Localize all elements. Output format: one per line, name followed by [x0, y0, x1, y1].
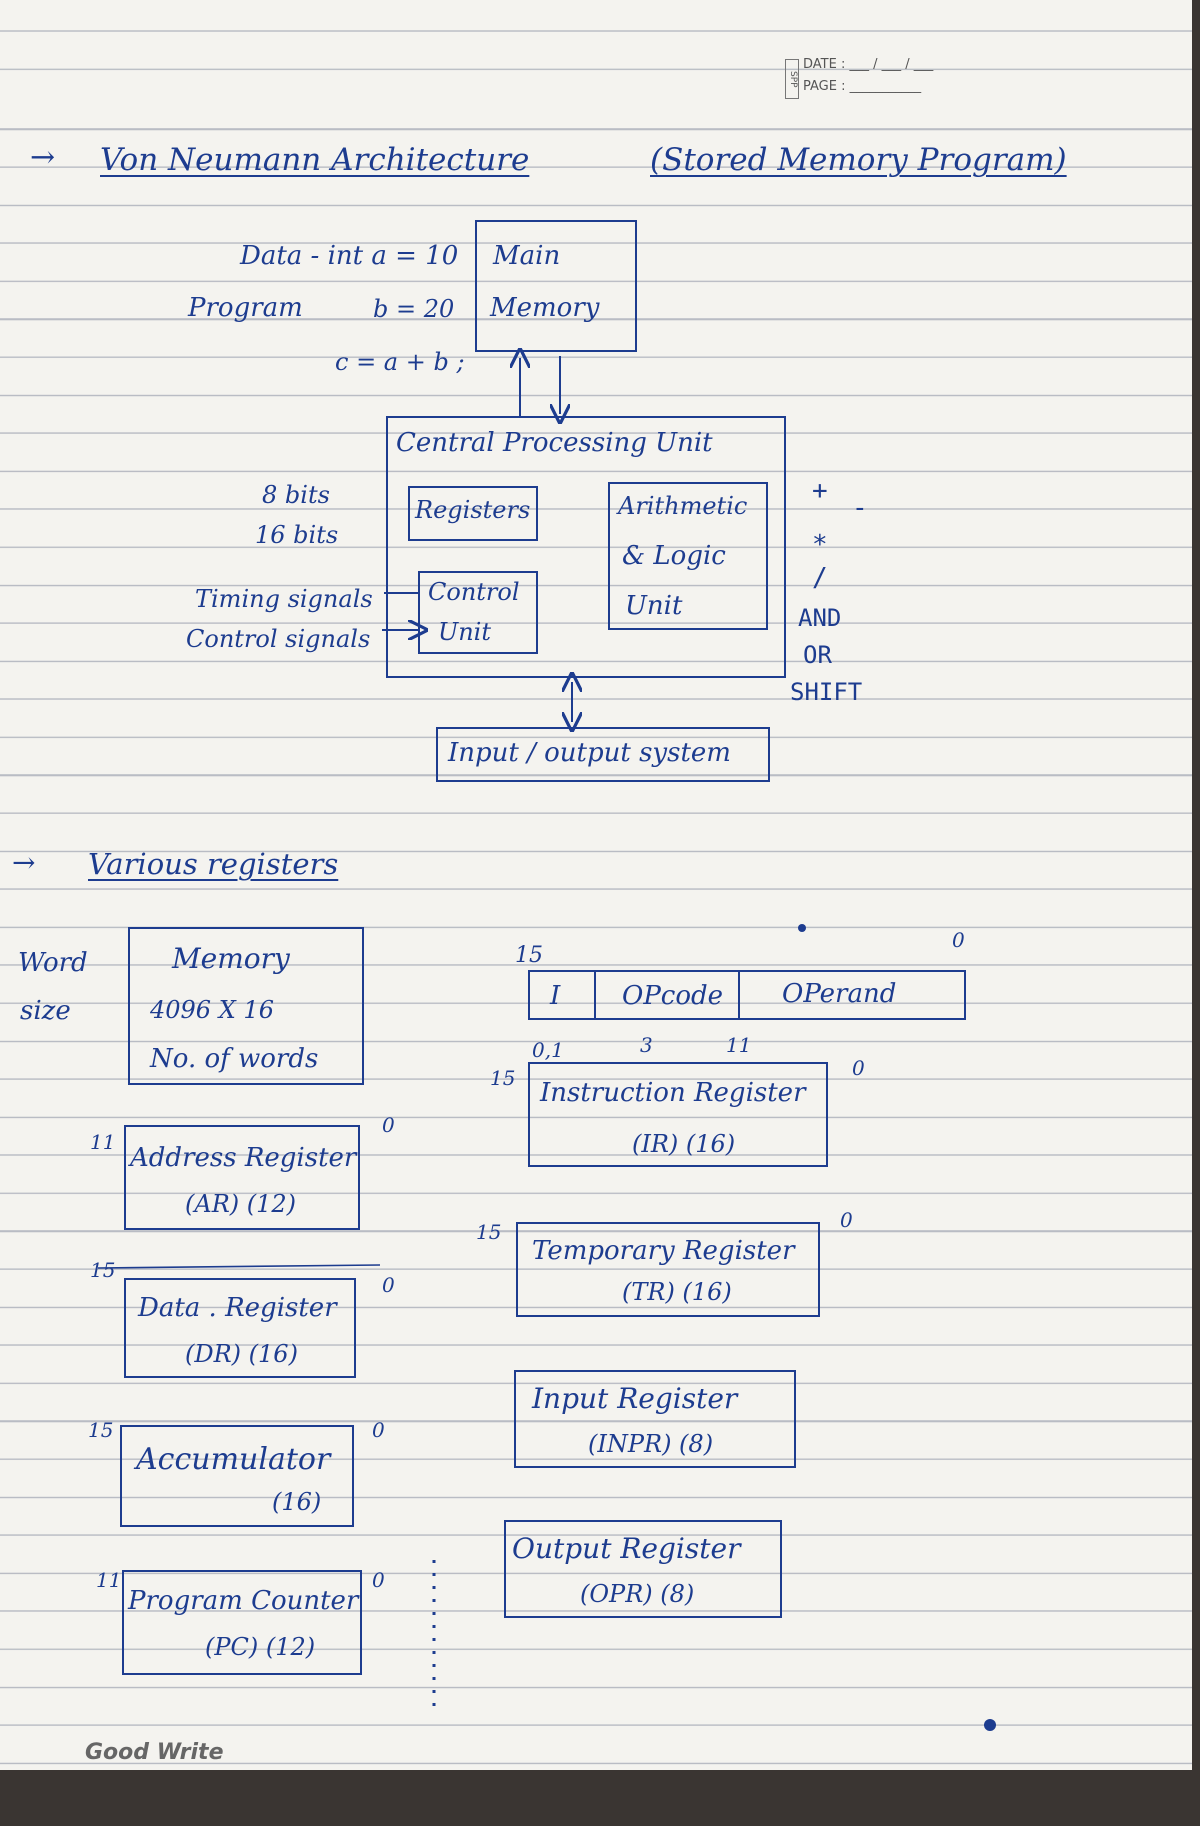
data-label: Data - int a = 10 — [240, 241, 459, 271]
section1-bullet: → — [30, 140, 56, 175]
bits-8-label: 8 bits — [262, 481, 330, 509]
program-counter-name: Program Counter — [128, 1586, 359, 1616]
timing-signals-label: Timing signals — [195, 585, 373, 613]
page-label: PAGE : ___________ — [803, 79, 922, 94]
temporary-register-name: Temporary Register — [532, 1236, 795, 1266]
instruction-register-box — [528, 1062, 828, 1167]
address-register-name: Address Register — [130, 1143, 357, 1173]
output-register-name: Output Register — [512, 1532, 741, 1565]
program-counter-box — [122, 1570, 362, 1675]
address-register-box — [124, 1125, 360, 1230]
date-label: DATE : ___ / ___ / ___ — [803, 57, 934, 72]
address-register-abbr: (AR) (12) — [185, 1190, 297, 1218]
output-register-box — [504, 1520, 782, 1618]
op-minus: - — [852, 493, 868, 523]
ac-bit-hi: 15 — [88, 1418, 114, 1442]
program-label: Program — [188, 293, 303, 323]
main-memory-line1: Main — [493, 241, 561, 271]
section2-title: Various registers — [88, 847, 339, 881]
word-size-line2: size — [20, 996, 71, 1026]
memory-words: No. of words — [150, 1044, 319, 1074]
op-multiply: * — [812, 530, 828, 560]
pc-bit-hi: 11 — [96, 1568, 122, 1592]
ir-bit-lo: 0 — [852, 1056, 865, 1080]
page-header: SPP DATE : ___ / ___ / ___ PAGE : ______… — [785, 57, 934, 101]
registers-label: Registers — [415, 496, 531, 524]
accumulator-box — [120, 1425, 354, 1527]
field-i: I — [550, 981, 561, 1011]
format-divider-2 — [738, 970, 740, 1020]
cpu-title: Central Processing Unit — [396, 428, 713, 458]
ar-bit-hi: 11 — [90, 1130, 116, 1154]
memory-box — [128, 927, 364, 1085]
io-system-box — [436, 727, 770, 782]
accumulator-name: Accumulator — [136, 1442, 331, 1477]
ink-dot — [984, 1719, 996, 1731]
accumulator-abbr: (16) — [272, 1488, 322, 1516]
alu-line2: & Logic — [622, 541, 726, 571]
diagram-arrows — [97, 0, 996, 1731]
section2-bullet: → — [12, 846, 36, 879]
tr-bit-hi: 15 — [476, 1220, 502, 1244]
io-system-label: Input / output system — [448, 738, 731, 768]
format-divider-1 — [594, 970, 596, 1020]
pc-bit-lo: 0 — [372, 1568, 385, 1592]
section1-subtitle: (Stored Memory Program) — [650, 142, 1067, 178]
instr-format-bit-hi: 15 — [515, 943, 543, 968]
footer-brand: Good Write — [85, 1740, 224, 1765]
output-register-abbr: (OPR) (8) — [580, 1580, 695, 1608]
format-mark-11: 11 — [726, 1033, 752, 1057]
main-memory-box — [475, 220, 637, 352]
instruction-register-name: Instruction Register — [540, 1078, 806, 1108]
instruction-format-box — [528, 970, 966, 1020]
op-and: AND — [798, 604, 842, 632]
alu-line1: Arithmetic — [618, 492, 748, 520]
main-memory-line2: Memory — [490, 293, 600, 323]
dr-bit-hi: 15 — [90, 1258, 116, 1282]
registers-box — [408, 486, 538, 541]
ar-bit-lo: 0 — [382, 1113, 395, 1137]
temporary-register-box — [516, 1222, 820, 1317]
memory-size: 4096 X 16 — [150, 996, 274, 1024]
input-register-name: Input Register — [532, 1382, 738, 1415]
cpu-box — [386, 416, 786, 678]
input-register-abbr: (INPR) (8) — [588, 1430, 714, 1458]
ac-bit-lo: 0 — [372, 1418, 385, 1442]
control-unit-line2: Unit — [438, 618, 492, 646]
control-unit-box — [418, 571, 538, 654]
data-register-box — [124, 1278, 356, 1378]
bits-16-label: 16 bits — [255, 521, 339, 549]
dr-bit-rule — [97, 1264, 381, 1269]
word-size-line1: Word — [18, 948, 88, 978]
format-mark-3: 3 — [640, 1033, 653, 1057]
section1-title: Von Neumann Architecture — [100, 142, 530, 178]
c-expression: c = a + b ; — [335, 348, 465, 376]
alu-box — [608, 482, 768, 630]
ir-bit-hi: 15 — [490, 1066, 516, 1090]
control-signals-label: Control signals — [186, 625, 371, 653]
memory-title: Memory — [172, 942, 290, 975]
dr-bit-lo: 0 — [382, 1273, 395, 1297]
control-unit-line1: Control — [428, 578, 520, 606]
data-register-abbr: (DR) (16) — [185, 1340, 298, 1368]
field-opcode: OPcode — [622, 981, 724, 1011]
field-operand: OPerand — [782, 979, 897, 1009]
temporary-register-abbr: (TR) (16) — [622, 1278, 732, 1306]
tr-bit-lo: 0 — [840, 1208, 853, 1232]
op-shift: SHIFT — [790, 678, 863, 706]
ink-dot-2 — [798, 924, 806, 932]
notebook-page: SPP DATE : ___ / ___ / ___ PAGE : ______… — [0, 0, 1192, 1770]
alu-line3: Unit — [625, 591, 683, 621]
op-divide: / — [812, 563, 828, 593]
format-mark-0-1: 0,1 — [532, 1038, 564, 1062]
b-expression: b = 20 — [373, 295, 455, 323]
input-register-box — [514, 1370, 796, 1468]
brand-mark: SPP — [785, 59, 799, 99]
op-or: OR — [803, 641, 832, 669]
op-plus: + — [812, 476, 828, 506]
data-register-name: Data . Register — [138, 1293, 337, 1323]
instr-format-bit-lo: 0 — [952, 928, 965, 952]
instruction-register-abbr: (IR) (16) — [632, 1130, 736, 1158]
program-counter-abbr: (PC) (12) — [205, 1633, 316, 1661]
